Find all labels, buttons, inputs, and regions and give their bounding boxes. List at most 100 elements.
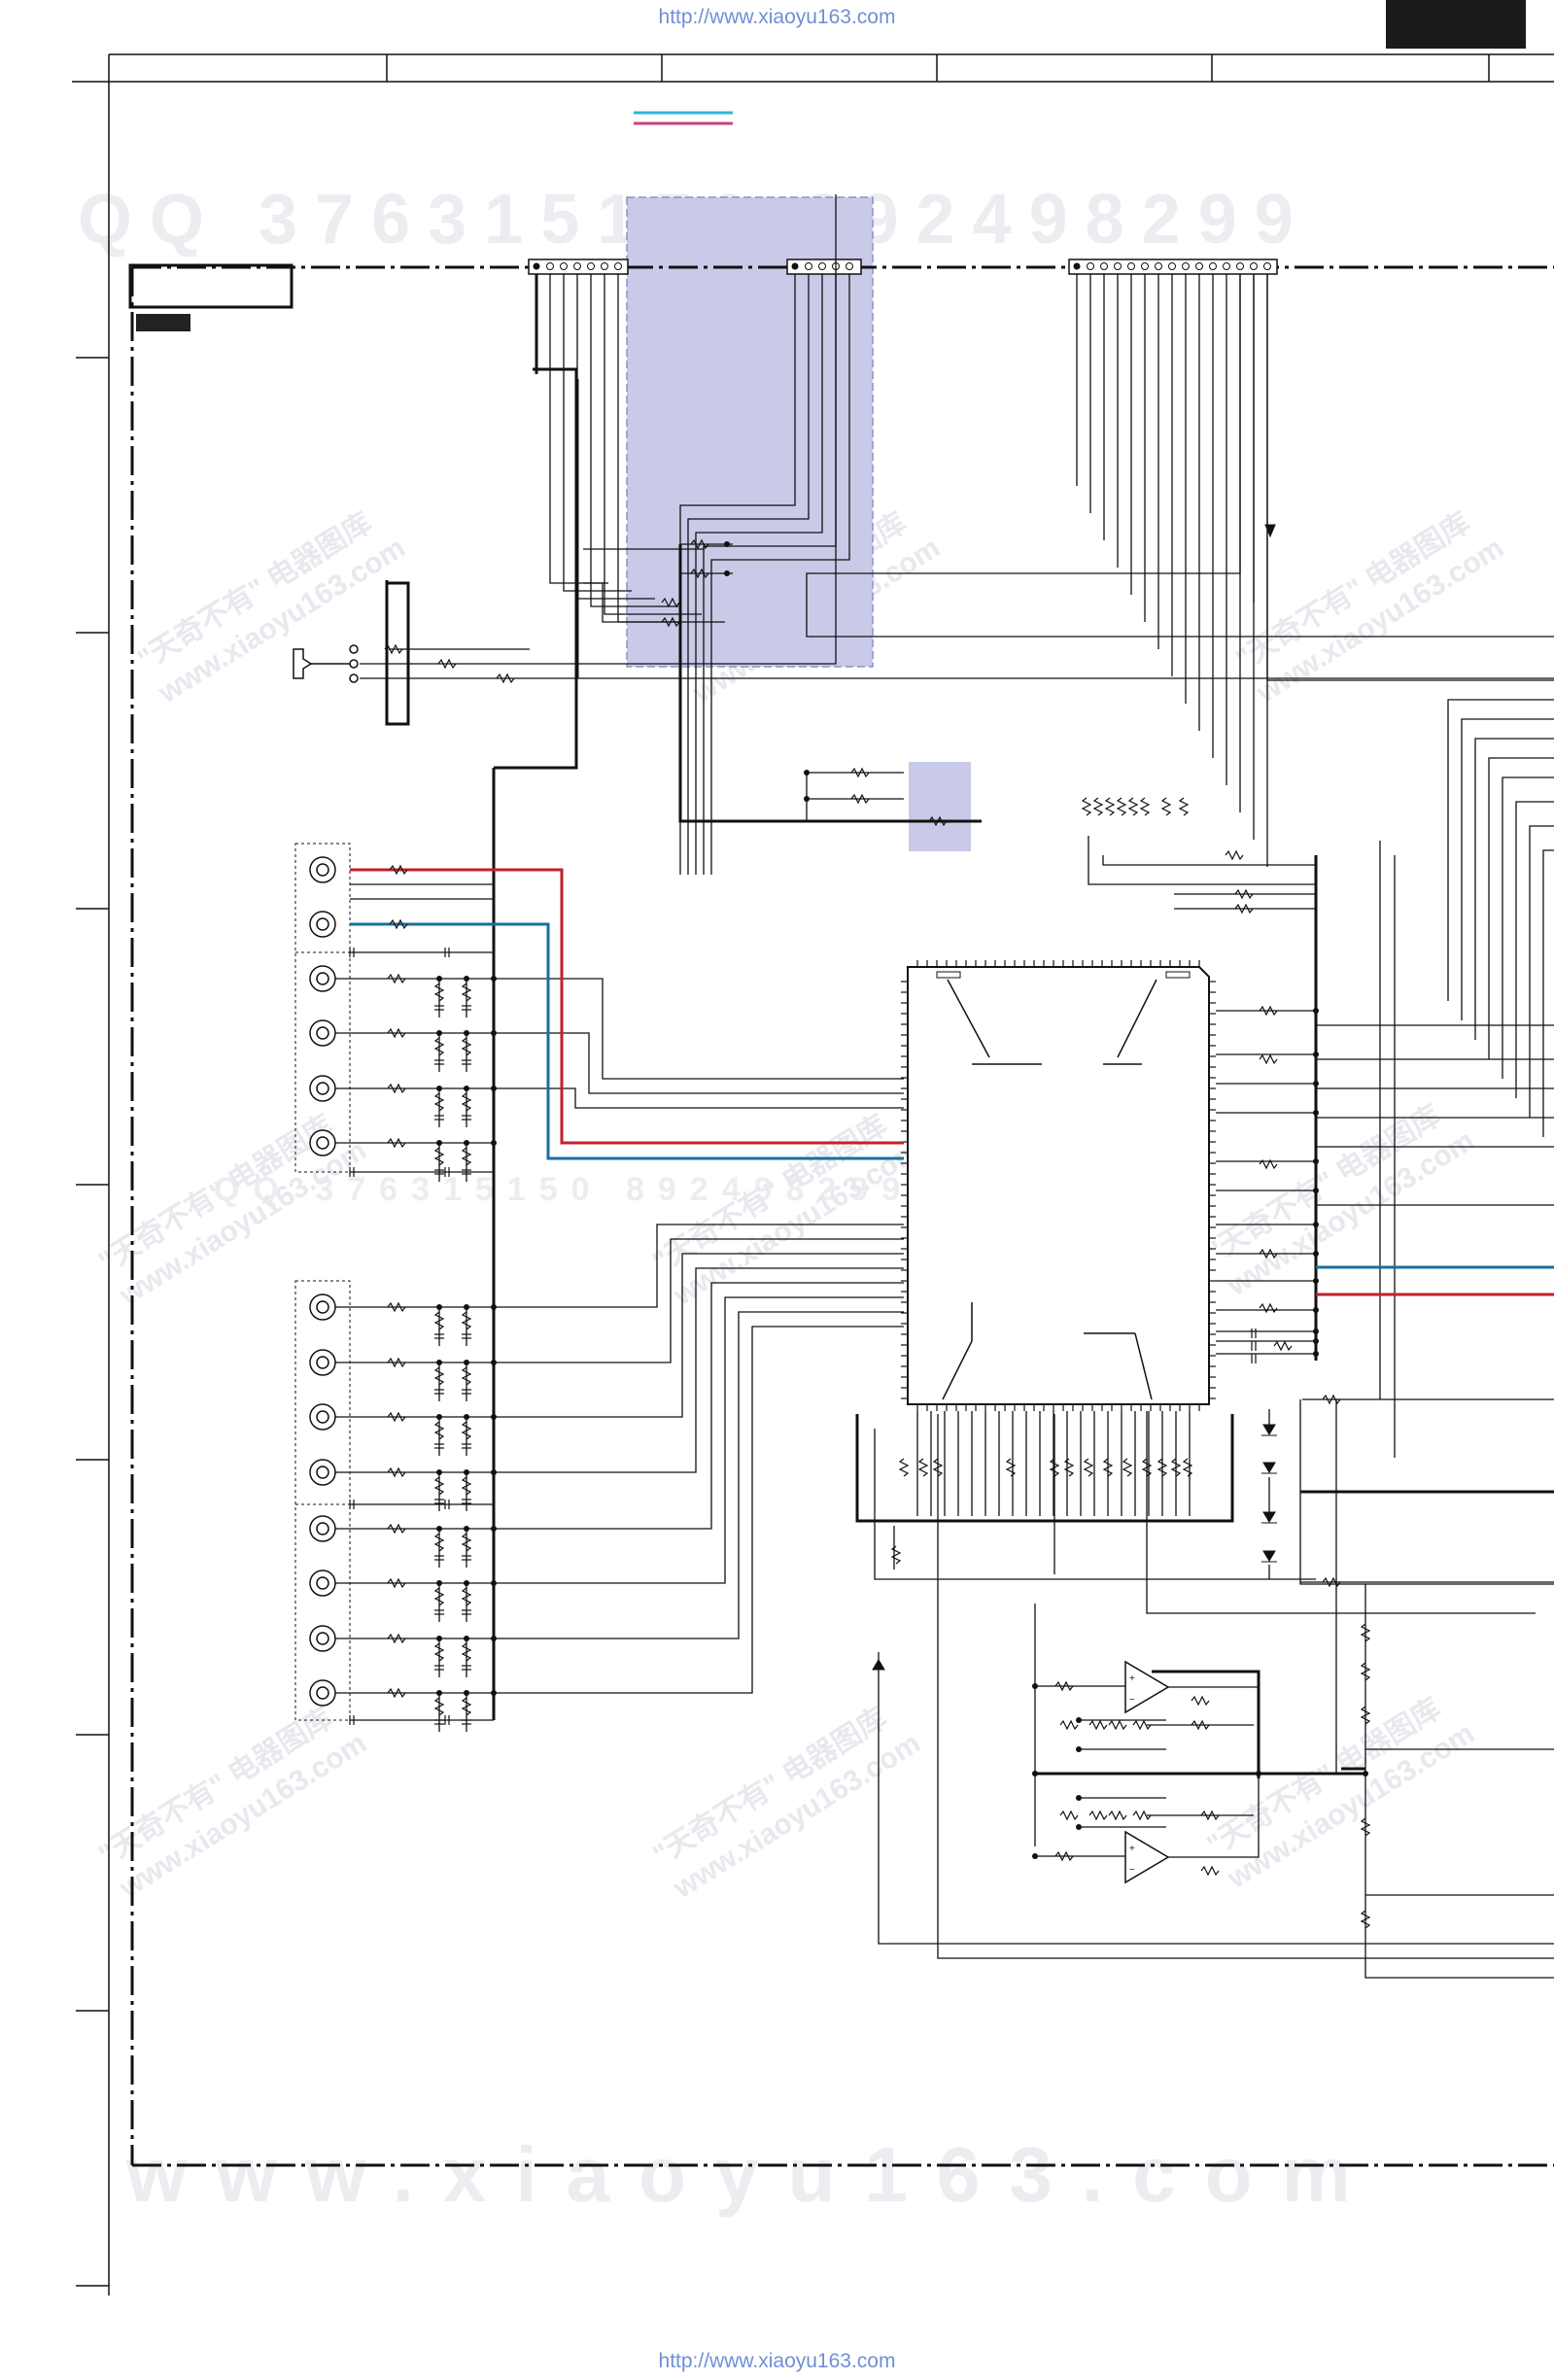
resistor-icon: [1104, 797, 1116, 816]
resistor-icon: [917, 1458, 929, 1477]
junction-dot: [491, 1580, 497, 1586]
junction-dot: [724, 570, 730, 576]
resistor-icon: [898, 1458, 910, 1477]
wire: [494, 978, 904, 1080]
junction-dot: [804, 770, 810, 776]
wire: [494, 1238, 904, 1363]
junction-dot: [436, 1304, 442, 1310]
resistor-icon: [1059, 1719, 1079, 1731]
rca-jacks: [309, 856, 336, 1707]
resistor-icon: [661, 616, 680, 628]
junction-dot: [464, 1580, 469, 1586]
junction-dot: [491, 1360, 497, 1365]
resistor-icon: [690, 538, 709, 550]
resistor-icon: [461, 1311, 472, 1330]
junction-dot: [464, 1526, 469, 1532]
main-ic-chip: [907, 966, 1210, 1405]
junction-dot: [1076, 1795, 1082, 1801]
junction-dot: [436, 1140, 442, 1146]
resistor-icon: [1059, 1810, 1079, 1821]
resistor-icon: [1259, 1005, 1278, 1017]
junction-dot: [491, 1414, 497, 1420]
wire: [1168, 1686, 1260, 1774]
resistor-icon: [433, 1697, 445, 1716]
resistor-icon: [461, 1421, 472, 1440]
wire: [710, 274, 850, 875]
wire: [1168, 1774, 1260, 1858]
rca-jack-icon: [309, 1349, 336, 1376]
resistor-icon: [1054, 1680, 1074, 1692]
junction-dot: [464, 976, 469, 982]
wire: [1102, 855, 1316, 866]
junction-dot: [436, 1360, 442, 1365]
resistor-icon: [387, 1577, 406, 1589]
resistor-icon: [387, 1633, 406, 1644]
wire: [1266, 274, 1554, 681]
resistor-icon: [1191, 1719, 1210, 1731]
resistor-icon: [433, 1533, 445, 1552]
resistor-icon: [1200, 1810, 1220, 1821]
resistor-icon: [1122, 1458, 1133, 1477]
junction-dot: [1313, 1351, 1319, 1357]
junction-dot: [436, 1580, 442, 1586]
connector-cn2: [786, 259, 862, 275]
junction-dot: [436, 1086, 442, 1091]
watermark-diagonal-9: "天奇不有" 电器图库 www.xiaoyu163.com: [1201, 1692, 1480, 1895]
resistor-icon: [1322, 1394, 1341, 1405]
source-url-bottom[interactable]: http://www.xiaoyu163.com: [658, 2350, 896, 2372]
op-amp-lower: + −: [1124, 1830, 1170, 1884]
resistor-icon: [1157, 1458, 1168, 1477]
color-legend: [634, 111, 733, 125]
resistor-icon: [1259, 1248, 1278, 1259]
resistor-icon: [1005, 1458, 1017, 1477]
junction-dot: [1313, 1222, 1319, 1227]
junction-dot: [1032, 1771, 1038, 1776]
wire: [695, 274, 823, 875]
rca-jack-icon: [309, 911, 336, 938]
circuit-wiring-bold: [385, 274, 1554, 1778]
wire: [494, 1326, 904, 1694]
resistor-icon: [461, 1642, 472, 1662]
rca-jack-center: [316, 1686, 329, 1700]
junction-dot: [436, 976, 442, 982]
wire: [874, 1429, 1316, 1580]
resistor-icon: [1081, 797, 1092, 816]
rca-jack-center: [316, 1576, 329, 1590]
rca-jack-icon: [309, 856, 336, 883]
resistor-icon: [387, 1027, 406, 1039]
rca-jack-icon: [309, 1129, 336, 1156]
wire: [563, 274, 632, 592]
junction-dot: [491, 976, 497, 982]
rca-jack-block-lower: [294, 1280, 351, 1721]
resistor-icon: [387, 1301, 406, 1313]
rca-jack-icon: [309, 1569, 336, 1597]
wire: [1299, 1399, 1554, 1585]
junction-dot: [804, 796, 810, 802]
source-url-top[interactable]: http://www.xiaoyu163.com: [658, 6, 896, 28]
rca-jack-center: [316, 1300, 329, 1314]
junction-dot: [436, 1690, 442, 1696]
connector-cn1: [528, 259, 629, 275]
wire: [687, 274, 810, 875]
red-signal-path: [350, 868, 1554, 1296]
resistor-icon: [461, 1147, 472, 1166]
junction-dot: [1032, 1683, 1038, 1689]
wire: [549, 274, 608, 584]
resistor-icon: [461, 1587, 472, 1606]
resistor-icon: [1108, 1810, 1127, 1821]
blue-signal-path: [350, 922, 1554, 1269]
resistor-icon: [387, 1137, 406, 1149]
resistor-icon: [1108, 1719, 1127, 1731]
rca-jack-center: [316, 1136, 329, 1150]
resistor-icon: [1360, 1662, 1371, 1681]
connector-cn3: [1068, 259, 1278, 275]
resistor-icon: [1360, 1623, 1371, 1642]
junction-dot: [464, 1030, 469, 1036]
wire: [494, 1253, 904, 1418]
resistor-icon: [1063, 1458, 1075, 1477]
page-corner-tab: [1386, 0, 1526, 49]
resistor-icon: [387, 1357, 406, 1368]
wire: [494, 1087, 904, 1109]
resistor-icon: [461, 1476, 472, 1496]
rca-jack-center: [316, 917, 329, 931]
